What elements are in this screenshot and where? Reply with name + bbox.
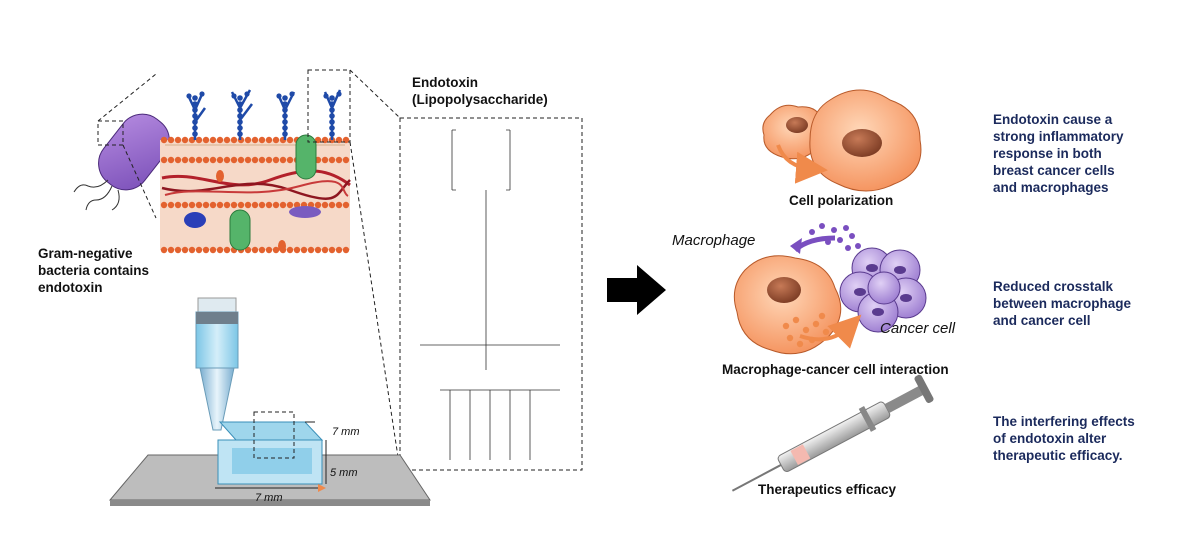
endotoxin-title: Endotoxin (Lipopolysaccharide): [412, 75, 548, 107]
note-crosstalk: Reduced crosstalk between macrophage and…: [993, 279, 1132, 328]
pipette-icon: [195, 297, 239, 431]
cancer-cell-label: Cancer cell: [880, 320, 956, 337]
note-inflammatory: Endotoxin cause a strong inflammatory re…: [993, 112, 1124, 195]
bacterium-icon: [73, 73, 170, 219]
dim-depth-label: 7 mm: [332, 426, 360, 438]
therapeutics-label: Therapeutics efficacy: [758, 482, 897, 497]
polarization-label: Cell polarization: [789, 193, 894, 208]
dim-width-label: 7 mm: [255, 492, 283, 504]
macrophage-label: Macrophage: [672, 232, 756, 249]
interaction-label: Macrophage-cancer cell interaction: [722, 362, 949, 377]
dim-height-label: 5 mm: [330, 467, 358, 479]
interaction-graphic: [733, 223, 927, 355]
lps-structure: [399, 117, 583, 471]
bacteria-label: Gram-negative bacteria contains endotoxi…: [38, 246, 150, 295]
membrane-diagram: [160, 69, 401, 471]
polarization-graphic: [762, 89, 922, 192]
microscope-slide: [108, 411, 431, 506]
right-arrow-icon: [607, 265, 666, 315]
note-therapeutic: The interfering effects of endotoxin alt…: [993, 414, 1135, 463]
syringe-icon: [731, 374, 934, 492]
